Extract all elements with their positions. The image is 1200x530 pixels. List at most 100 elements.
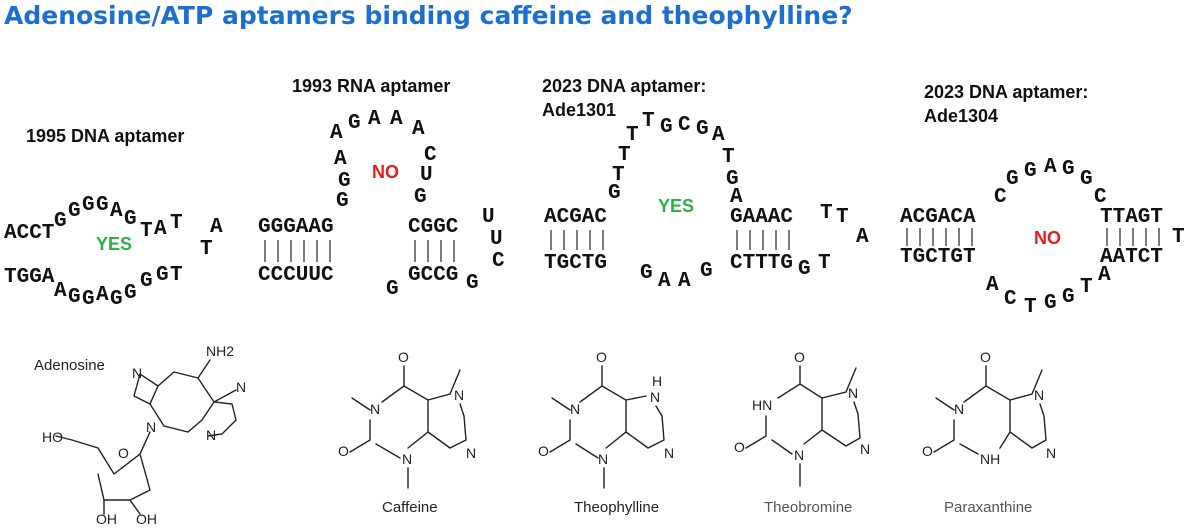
- stem-top-right: CGGC: [408, 216, 459, 239]
- nucleotide: A: [330, 122, 343, 145]
- aptamer-heading-line2: Ade1301: [542, 100, 616, 120]
- atom-label: NH2: [206, 343, 234, 359]
- nucleotide: A: [856, 226, 869, 249]
- stem-bottom-right: GCCG: [408, 264, 458, 287]
- nucleotide: A: [154, 218, 167, 241]
- nucleotide: A: [412, 118, 425, 141]
- verdict-no: NO: [1034, 228, 1061, 248]
- loop-top-nucleotides: C G G A G G C: [994, 156, 1107, 209]
- molecule-caffeine: Caffeine O O N N N N: [338, 349, 476, 516]
- nucleotide: A: [334, 148, 347, 171]
- atom-label: N: [236, 379, 246, 395]
- nucleotide: A: [730, 186, 743, 209]
- nucleotide: G: [140, 270, 153, 293]
- hairpin-nucleotides: U U C G: [466, 206, 505, 295]
- molecule-theophylline: Theophylline O O N N N N H: [538, 349, 674, 516]
- nucleotide: A: [210, 216, 223, 239]
- nucleotide: A: [368, 108, 381, 131]
- nucleotide: T: [818, 252, 831, 275]
- atom-label: N: [650, 389, 660, 405]
- atom-label: N: [794, 447, 804, 463]
- nucleotide: T: [642, 110, 655, 133]
- bond-lines: [549, 365, 665, 489]
- verdict-yes: YES: [96, 234, 132, 254]
- atom-label: O: [398, 349, 409, 365]
- base-pair-lines: [264, 240, 331, 262]
- bond-lines: [745, 365, 861, 487]
- loop-nucleotides: G G A A G A A A C U G: [330, 108, 437, 213]
- nucleotide: G: [110, 288, 123, 311]
- atom-label: O: [596, 349, 607, 365]
- atom-label: H: [652, 373, 662, 389]
- nucleotide: A: [390, 108, 403, 131]
- nucleotide: A: [110, 200, 123, 223]
- nucleotide: T: [612, 164, 625, 187]
- atom-label: N: [402, 451, 412, 467]
- aptamer-1995-dna: 1995 DNA aptamer ACCT TGGA G G G G A G T…: [4, 126, 223, 311]
- loop-nucleotides: G T T T T G C G A T G A: [608, 110, 743, 209]
- molecule-name: Paraxanthine: [944, 499, 1032, 516]
- molecule-adenosine: Adenosine NH2 N N N N O HO OH OH: [34, 343, 246, 527]
- molecule-theobromine: Theobromine O O HN N N N: [734, 349, 870, 516]
- aptamer-1993-rna: 1993 RNA aptamer GGGAAG CCCUUC CGGC GCCG…: [258, 76, 505, 301]
- atom-label: N: [1034, 387, 1044, 403]
- verdict-yes: YES: [658, 196, 694, 216]
- nucleotide: G: [338, 170, 351, 193]
- base-pair-lines: [906, 228, 973, 246]
- loop-top-nucleotides: G G G G A G T A T T A: [54, 194, 223, 261]
- aptamer-2023-ade1301: 2023 DNA aptamer: Ade1301 ACGAC TGCTG GA…: [542, 76, 869, 293]
- nucleotide: G: [798, 258, 811, 281]
- atom-label: O: [338, 443, 349, 459]
- atom-label: OH: [96, 511, 117, 527]
- nucleotide: C: [994, 186, 1007, 209]
- nucleotide: G: [82, 194, 95, 217]
- nucleotide: G: [82, 288, 95, 311]
- stem-bottom-left: TGCTGT: [900, 246, 976, 269]
- nucleotide: T: [1024, 296, 1037, 319]
- nucleotide: G: [1024, 160, 1037, 183]
- nucleotide: G: [466, 272, 479, 295]
- figure-title: Adenosine/ATP aptamers binding caffeine …: [4, 1, 853, 30]
- stem-top-left: GGGAAG: [258, 216, 334, 239]
- nucleotide: U: [420, 164, 433, 187]
- stem-bottom-left: TGCTG: [544, 252, 607, 275]
- nucleotide: G: [54, 210, 67, 233]
- bond-lines: [55, 359, 237, 515]
- atom-label: OH: [136, 511, 157, 527]
- nucleotide: G: [1062, 158, 1075, 181]
- nucleotide: G: [336, 190, 349, 213]
- hairpin-nucleotides: G T T T A: [798, 202, 869, 281]
- aptamer-2023-ade1304: 2023 DNA aptamer: Ade1304 ACGACA TGCTGT …: [900, 82, 1185, 319]
- base-pair-lines: [736, 230, 790, 250]
- stem-top-right: GAAAC: [730, 206, 793, 229]
- stem-bottom-right: CTTTG: [730, 252, 793, 275]
- nucleotide: T: [722, 146, 735, 169]
- atom-label: N: [664, 445, 674, 461]
- nucleotide: C: [1094, 186, 1107, 209]
- nucleotide: G: [414, 186, 427, 209]
- atom-label: N: [598, 451, 608, 467]
- atom-label: N: [454, 387, 464, 403]
- nucleotide: T: [1172, 226, 1185, 249]
- nucleotide: C: [492, 250, 505, 273]
- nucleotide: T: [626, 124, 639, 147]
- nucleotide: T: [820, 202, 833, 225]
- aptamer-heading-line2: Ade1304: [924, 106, 998, 126]
- loop-bottom-nucleotides: A C T G G T A: [986, 264, 1111, 319]
- stem-top-left: ACGACA: [900, 206, 976, 229]
- nucleotide: G: [640, 262, 653, 285]
- atom-label: O: [734, 439, 745, 455]
- stem-bottom-left: CCCUUC: [258, 264, 334, 287]
- nucleotide: A: [986, 274, 999, 297]
- nucleotide: G: [1006, 168, 1019, 191]
- nucleotide: C: [1004, 288, 1017, 311]
- atom-label: N: [132, 365, 142, 381]
- nucleotide: A: [712, 124, 725, 147]
- stem-bottom-right: AATCT: [1100, 246, 1163, 269]
- bottom-loop-nucleotides: G A A G: [640, 260, 713, 293]
- nucleotide: G: [156, 264, 169, 287]
- aptamer-heading-line1: 2023 DNA aptamer:: [542, 76, 706, 96]
- atom-label: O: [118, 445, 129, 461]
- molecule-name: Theobromine: [764, 499, 852, 516]
- bulge-nucleotide: G: [386, 278, 399, 301]
